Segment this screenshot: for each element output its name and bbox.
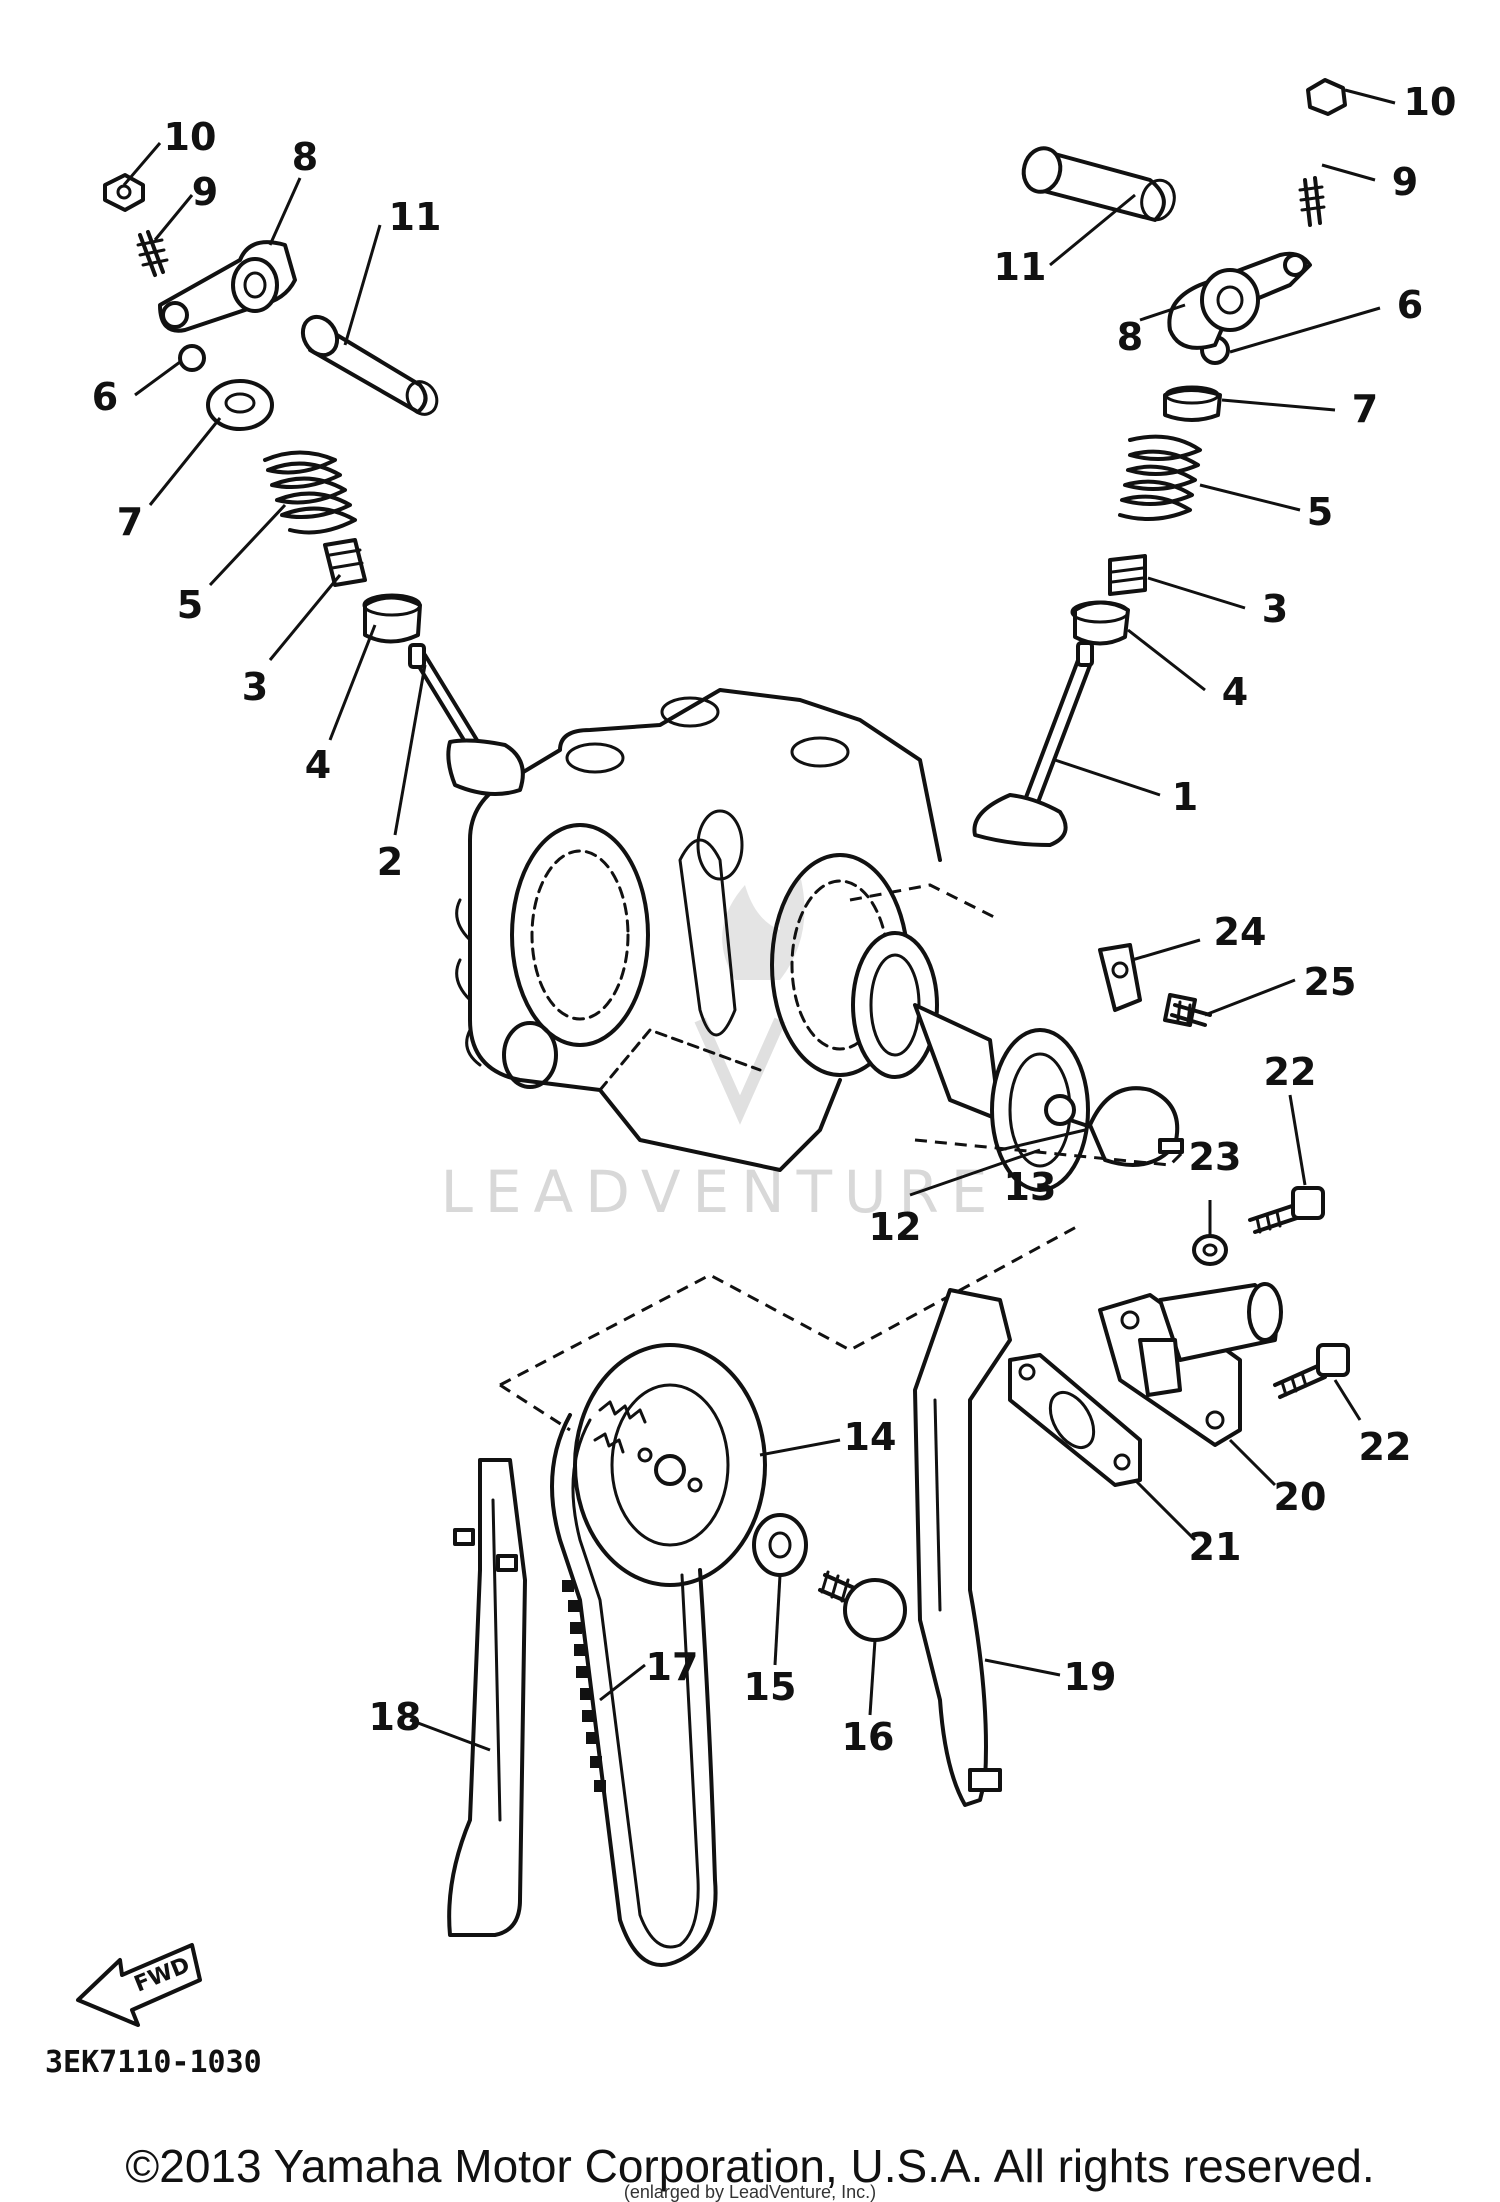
callout-left-valve-spring: 5 [177,583,203,627]
callout-left-rocker-shaft: 11 [389,195,442,239]
tensioner [1098,1282,1283,1447]
callout-right-adjuster: 9 [1392,160,1418,204]
washer [752,1513,808,1577]
right-valve-spring [1118,434,1202,521]
camshaft-bracket [914,1138,1187,1167]
exhaust-valve [972,641,1094,847]
callout-bolt-lower: 22 [1359,1425,1412,1469]
callout-right-retainer: 7 [1352,387,1378,431]
chain-guide-exhaust [447,1458,527,1937]
callout-left-spring-seat: 4 [305,743,331,787]
callout-stopper-plate: 24 [1214,910,1267,954]
fwd-arrow: FWD [76,1943,202,2027]
callout-cam-chain: 17 [646,1645,699,1689]
right-valve-train [1021,78,1347,646]
callout-left-stem-seal: 3 [242,665,268,709]
callout-tensioner: 20 [1274,1475,1327,1519]
bolt-lower [1273,1343,1350,1399]
callout-sprocket-bolt: 16 [842,1715,895,1759]
callout-right-rocker-shaft: 11 [994,245,1047,289]
cam-plate [1088,1086,1184,1167]
plate-bolt [1163,993,1212,1027]
callout-plate-bolt: 25 [1304,960,1357,1004]
left-valve-train [103,173,439,644]
callout-exhaust-valve: 1 [1172,775,1198,819]
intake-valve [408,643,525,796]
callout-left-adjuster: 9 [192,170,218,214]
sprocket-bolt [818,1570,907,1642]
timing-frame [499,1223,1081,1387]
callout-cam-sprocket: 14 [844,1415,897,1459]
watermark: LEADVENTURE [441,875,1000,1226]
chain-guide-intake [913,1288,1012,1807]
callout-right-spring-seat: 4 [1222,670,1248,714]
callout-intake-valve: 2 [377,840,403,884]
copyright-notice: ©2013 Yamaha Motor Corporation, U.S.A. A… [125,2140,1374,2192]
left-rocker-shaft [300,314,439,416]
callout-chain-guide-intake: 19 [1064,1655,1117,1699]
stopper-plate [1098,943,1142,1012]
bolt-upper [1248,1186,1325,1234]
callout-right-cotter: 6 [1397,283,1423,327]
callout-right-rocker-arm: 8 [1117,315,1143,359]
callout-cam-plate: 13 [1004,1165,1057,1209]
callout-tensioner-gasket: 21 [1189,1525,1242,1569]
cam-chain [550,1413,718,1967]
watermark-text: LEADVENTURE [441,1158,1000,1226]
right-rocker-arm [1167,251,1312,350]
tensioner-gasket [1008,1353,1142,1487]
diagram-code: 3EK7110-1030 [45,2045,262,2080]
callout-left-cotter: 6 [92,375,118,419]
callout-left-locknut: 10 [164,115,217,159]
callout-labels: 10 9 8 11 6 7 5 3 4 2 10 9 11 8 6 7 5 3 … [92,80,1457,1759]
left-rocker-arm [158,240,297,333]
leader-lines [122,88,1396,1752]
callout-right-stem-seal: 3 [1262,587,1288,631]
callout-chain-guide-exhaust: 18 [369,1695,422,1739]
cam-sprocket [573,1343,767,1587]
callout-bolt-upper: 22 [1264,1050,1317,1094]
callout-washer: 15 [744,1665,797,1709]
left-valve-spring [263,450,357,535]
callout-right-valve-spring: 5 [1307,490,1333,534]
callout-left-rocker-arm: 8 [292,135,318,179]
washer-23 [1192,1234,1228,1266]
callout-camshaft: 12 [869,1205,922,1249]
right-rocker-shaft [1021,146,1176,222]
camshaft [851,931,1117,1192]
callout-washer-23: 23 [1189,1135,1242,1179]
callout-left-retainer: 7 [117,500,143,544]
callout-right-locknut: 10 [1404,80,1457,124]
credit-line: (enlarged by LeadVenture, Inc.) [624,2182,876,2202]
